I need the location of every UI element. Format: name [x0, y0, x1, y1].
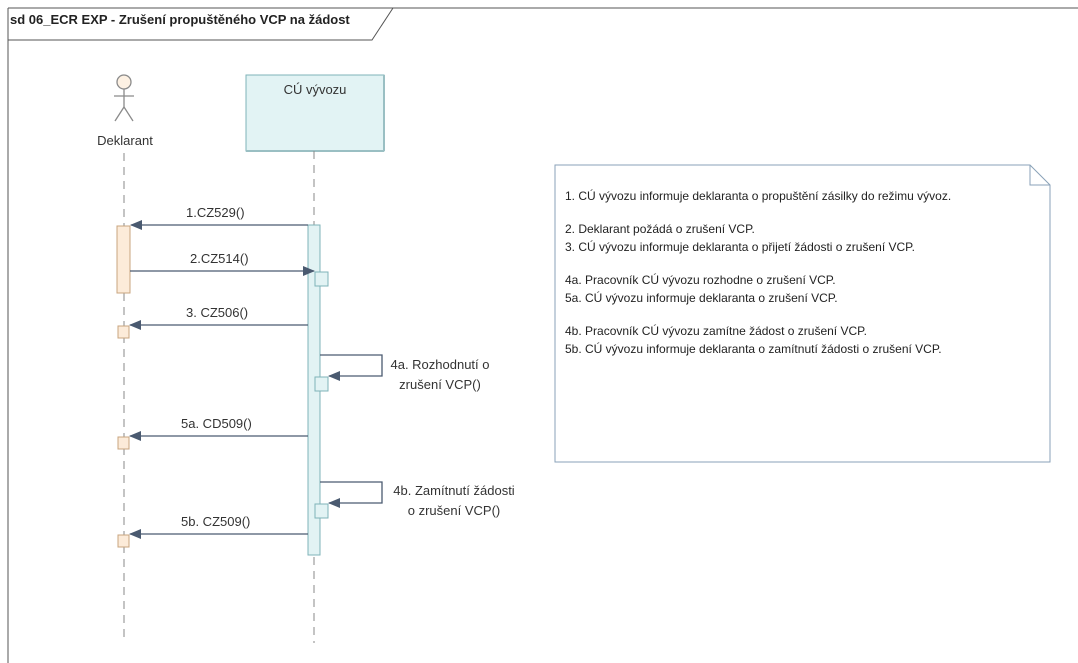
note-line: 3. CÚ vývozu informuje deklaranta o přij…: [565, 240, 915, 254]
frame-title: sd 06_ECR EXP - Zrušení propuštěného VCP…: [10, 12, 350, 27]
lifeline-label: CÚ vývozu: [283, 82, 347, 97]
note-line: 5a. CÚ vývozu informuje deklaranta o zru…: [565, 291, 838, 305]
message-4a-label-line1: 4a. Rozhodnutí o: [390, 357, 490, 372]
actor-activation-3: [117, 325, 130, 339]
lifeline-header-box[interactable]: [245, 74, 385, 152]
message-4a-label: 4a. Rozhodnutí o zrušení VCP(): [365, 355, 515, 395]
diagram-frame: [7, 7, 1078, 663]
message-4b-label-line1: 4b. Zamítnutí žádosti: [393, 483, 515, 498]
note-line: 1. CÚ vývozu informuje deklaranta o prop…: [565, 189, 952, 203]
note-box[interactable]: [554, 164, 1051, 463]
note-text: 1. CÚ vývozu informuje deklaranta o prop…: [565, 187, 1045, 358]
message-4b-label-line2: o zrušení VCP(): [407, 503, 501, 518]
note-line: 4b. Pracovník CÚ vývozu zamítne žádost o…: [565, 324, 867, 338]
actor-icon: [114, 74, 134, 122]
actor-label: Deklarant: [97, 133, 153, 148]
cu-activation-4b: [314, 503, 329, 519]
actor-activation-main: [116, 225, 131, 294]
message-4a-arrow[interactable]: [320, 354, 383, 381]
message-4a-label-line2: zrušení VCP(): [399, 377, 481, 392]
message-3-label: 3. CZ506(): [186, 305, 249, 320]
message-4b-arrow[interactable]: [320, 481, 383, 508]
cu-activation-4a: [314, 376, 329, 392]
message-1-label: 1.CZ529(): [186, 205, 245, 220]
actor-activation-5a: [117, 436, 130, 450]
message-4b-label: 4b. Zamítnutí žádosti o zrušení VCP(): [379, 481, 529, 521]
message-5b-label: 5b. CZ509(): [181, 514, 251, 529]
actor-activation-5b: [117, 534, 130, 548]
note-line: 4a. Pracovník CÚ vývozu rozhodne o zruše…: [565, 273, 836, 287]
message-2-label: 2.CZ514(): [190, 251, 249, 266]
message-5a-label: 5a. CD509(): [181, 416, 252, 431]
note-line: 2. Deklarant požádá o zrušení VCP.: [565, 222, 755, 236]
note-line: 5b. CÚ vývozu informuje deklaranta o zam…: [565, 342, 942, 356]
cu-activation-2: [314, 271, 329, 287]
